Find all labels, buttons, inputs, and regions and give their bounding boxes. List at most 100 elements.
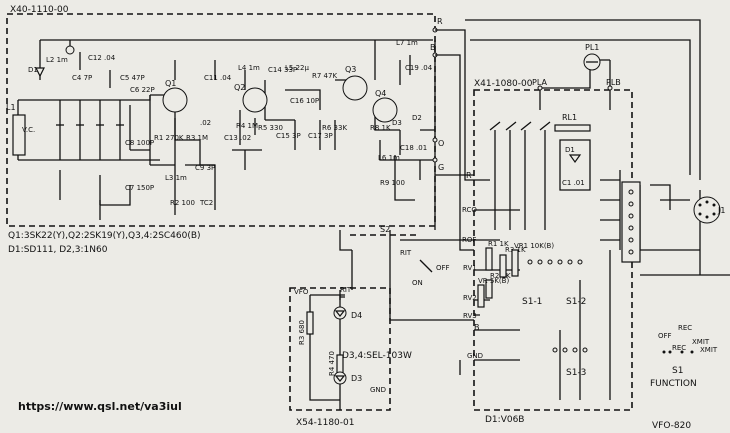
label-on: ON bbox=[412, 279, 423, 287]
label-l2: L2 1m bbox=[46, 56, 68, 64]
function-legend: OFF REC REC XMIT XMIT S1 FUNCTION bbox=[650, 324, 718, 389]
coil-l2 bbox=[65, 45, 75, 55]
s1-contacts bbox=[527, 259, 588, 353]
main-board-components: L1 V.C. D1 L2 1m C12 .04 C4 7P C5 47P C6… bbox=[6, 17, 444, 207]
label-vr: VR 5K(B) bbox=[478, 277, 509, 285]
label-c5: C5 47P bbox=[120, 74, 145, 82]
func-pos-rec: REC bbox=[672, 344, 686, 352]
term-o-dot bbox=[432, 137, 438, 143]
resistor-r2b bbox=[485, 279, 493, 299]
func-pos-rec-2: REC bbox=[678, 324, 692, 332]
label-c16: C16 10P bbox=[290, 97, 319, 105]
led-type-note: D3,4:SEL-103W bbox=[342, 351, 412, 361]
label-rv3: RV3 bbox=[463, 312, 477, 320]
relay-diode-note: D1:V06B bbox=[485, 415, 524, 425]
label-l5: L5 22μ bbox=[285, 64, 309, 72]
plb-dot bbox=[607, 85, 613, 91]
label-d1: D1 bbox=[28, 66, 38, 74]
resistor-r1b bbox=[485, 247, 493, 271]
func-title: FUNCTION bbox=[650, 379, 697, 389]
label-d3: D3 bbox=[392, 119, 402, 127]
label-l7: L7 1m bbox=[396, 39, 418, 47]
term-g: G bbox=[438, 163, 444, 172]
label-rco: RCO bbox=[462, 206, 477, 214]
label-q1: Q1 bbox=[165, 79, 176, 88]
label-plb: PLB bbox=[606, 78, 621, 87]
label-b-relay: B bbox=[474, 323, 480, 332]
relay-board-label: X41-1080-00 bbox=[474, 79, 533, 89]
label-r1: R1 270K bbox=[154, 134, 184, 142]
label-pla: PLA bbox=[532, 78, 547, 87]
label-r7: R7 47K bbox=[312, 72, 337, 80]
label-c14: C14 33P bbox=[268, 66, 297, 74]
func-pos-off: OFF bbox=[658, 332, 672, 340]
label-l4: L4 1m bbox=[238, 64, 260, 72]
label-s1-2: S1-2 bbox=[566, 297, 586, 307]
transistor-q1 bbox=[162, 87, 188, 113]
label-r4: R4 1M bbox=[236, 122, 258, 130]
label-c8: C8 100P bbox=[125, 139, 154, 147]
label-r9: R9 100 bbox=[380, 179, 405, 187]
model-label: VFO-820 bbox=[652, 421, 691, 431]
label-d1b: D1 bbox=[565, 146, 575, 154]
label-r2: R2 100 bbox=[170, 199, 195, 207]
func-switch-label: S1 bbox=[672, 366, 683, 376]
label-c19: C19 .04 bbox=[405, 64, 433, 72]
label-c7: C7 150P bbox=[125, 184, 154, 192]
label-c12: C12 .04 bbox=[88, 54, 116, 62]
resistor-r3b bbox=[499, 254, 507, 278]
label-rl1: RL1 bbox=[562, 113, 577, 122]
led-board-label: X54-1180-01 bbox=[296, 418, 354, 428]
label-d4: D4 bbox=[351, 311, 362, 320]
pot-vr1 bbox=[511, 249, 519, 277]
transistor-q2 bbox=[242, 87, 268, 113]
j1-pin-strip bbox=[621, 181, 641, 263]
transistor-q3 bbox=[342, 75, 368, 101]
label-c1: C1 .01 bbox=[562, 179, 585, 187]
label-pl1: PL1 bbox=[585, 43, 599, 52]
resistor-r3c bbox=[306, 311, 314, 335]
label-vc: V.C. bbox=[22, 126, 35, 134]
main-board-label: X40-1110-00 bbox=[10, 5, 69, 15]
interconnect-wiring bbox=[339, 19, 730, 400]
label-c11: C11 .04 bbox=[204, 74, 232, 82]
relay-board-components: PL1 PLA PLB RL1 D1 C1 .01 R RCO ROF RV1 … bbox=[462, 43, 621, 425]
label-c4: C4 7P bbox=[72, 74, 92, 82]
transistor-note: Q1:3SK22(Y),Q2:2SK19(Y),Q3,4:2SC460(B) bbox=[8, 231, 201, 241]
relay-board-outline bbox=[473, 89, 633, 411]
j1-socket bbox=[693, 196, 721, 224]
term-r: R bbox=[437, 17, 443, 26]
label-vr1: VR1 10K(B) bbox=[514, 242, 554, 250]
label-rv2: RV2 bbox=[463, 294, 477, 302]
label-l3: L3 1m bbox=[165, 174, 187, 182]
label-r8: R8 1K bbox=[370, 124, 391, 132]
label-rit: RIT bbox=[400, 249, 412, 257]
led-board-components: VFO RIT R3 680 R4 470 D4 D3 D3,4:SEL-103… bbox=[294, 286, 412, 410]
label-r3c: R3 680 bbox=[298, 320, 306, 345]
func-pos-xmit-2: XMIT bbox=[700, 346, 718, 354]
label-r4c: R4 470 bbox=[328, 351, 336, 376]
label-s1-1: S1-1 bbox=[522, 297, 542, 307]
label-vfo: VFO bbox=[294, 288, 309, 296]
label-gnd-led: GND bbox=[370, 386, 386, 394]
label-q3: Q3 bbox=[345, 65, 356, 74]
label-c6: C6 22P bbox=[130, 86, 155, 94]
label-c10: .02 bbox=[200, 119, 211, 127]
label-rv1: RV1 bbox=[463, 264, 477, 272]
relay-coil bbox=[554, 124, 591, 132]
label-r3: R3 1M bbox=[186, 134, 208, 142]
coil-l1 bbox=[12, 114, 26, 156]
label-d3c: D3 bbox=[351, 374, 362, 383]
transistor-q4 bbox=[372, 97, 398, 123]
term-g-dot bbox=[432, 157, 438, 163]
label-r6: R6 33K bbox=[322, 124, 347, 132]
label-q2: Q2 bbox=[234, 83, 245, 92]
connector-j1: J1 bbox=[621, 181, 725, 263]
diode-d1 bbox=[35, 67, 45, 78]
pla-dot bbox=[537, 85, 543, 91]
label-gnd-relay: GND bbox=[467, 352, 483, 360]
label-d2: D2 bbox=[412, 114, 422, 122]
label-s2: S2 bbox=[380, 225, 390, 234]
relay-diode bbox=[568, 154, 582, 164]
